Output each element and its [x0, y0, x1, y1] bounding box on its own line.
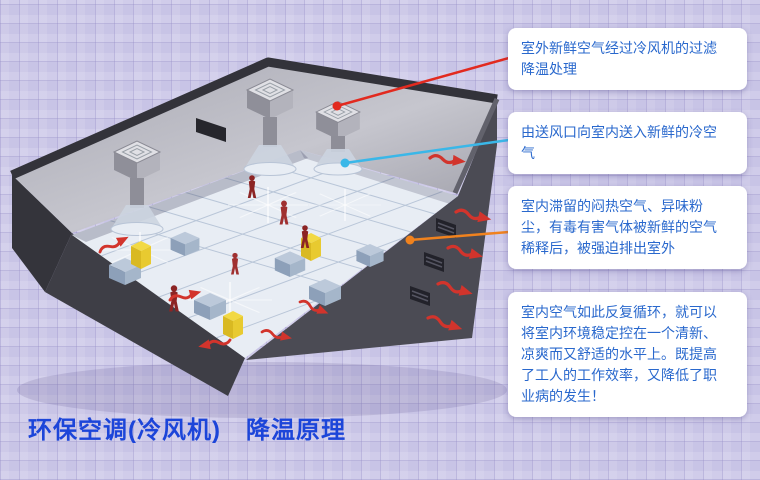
air-diffuser-3-rim	[313, 162, 363, 176]
air-diffuser-1-rim	[110, 222, 164, 236]
supply-duct-1	[130, 178, 144, 208]
right-wall	[246, 100, 497, 360]
roof-parapet	[10, 57, 498, 180]
callout-supply-air-text: 由送风口向室内送入新鲜的冷空气	[521, 124, 717, 161]
leader-line-1	[336, 56, 510, 108]
roof-sign	[196, 118, 226, 142]
supply-duct-3	[331, 136, 345, 152]
roof-edge-right	[452, 97, 500, 195]
yellow-cabinet	[223, 311, 243, 339]
leader-dot-1	[332, 101, 342, 111]
leader-dot-3	[405, 235, 415, 245]
leader-dot-2	[340, 158, 350, 168]
leader-line-3	[409, 230, 510, 242]
callout-outdoor-air-text: 室外新鲜空气经过冷风机的过滤降温处理	[521, 40, 717, 77]
callout-circulation-text: 室内空气如此反复循环，就可以将室内环境稳定控在一个清新、凉爽而又舒适的水平上。既…	[521, 304, 717, 404]
air-diffuser-2-rim	[243, 162, 297, 176]
supply-ducts	[110, 117, 363, 236]
callout-exhaust-air: 室内滞留的闷热空气、异味粉尘，有毒有害气体被新鲜的空气稀释后，被强迫排出室外	[508, 186, 747, 269]
page-title: 环保空调(冷风机) 降温原理	[28, 417, 346, 444]
building	[10, 57, 500, 396]
yellow-cabinet	[131, 241, 151, 269]
supply-duct-2	[263, 117, 277, 147]
front-apron	[45, 233, 245, 396]
leader-line-2	[344, 138, 510, 165]
left-wall	[12, 175, 72, 292]
floor-tiles	[72, 150, 458, 358]
callout-outdoor-air: 室外新鲜空气经过冷风机的过滤降温处理	[508, 28, 747, 90]
leader-lines	[332, 56, 510, 245]
callout-circulation: 室内空气如此反复循环，就可以将室内环境稳定控在一个清新、凉爽而又舒适的水平上。既…	[508, 292, 747, 417]
callout-exhaust-air-text: 室内滞留的闷热空气、异味粉尘，有毒有害气体被新鲜的空气稀释后，被强迫排出室外	[521, 198, 717, 256]
ground-shadow	[17, 362, 507, 418]
callout-supply-air: 由送风口向室内送入新鲜的冷空气	[508, 112, 747, 174]
